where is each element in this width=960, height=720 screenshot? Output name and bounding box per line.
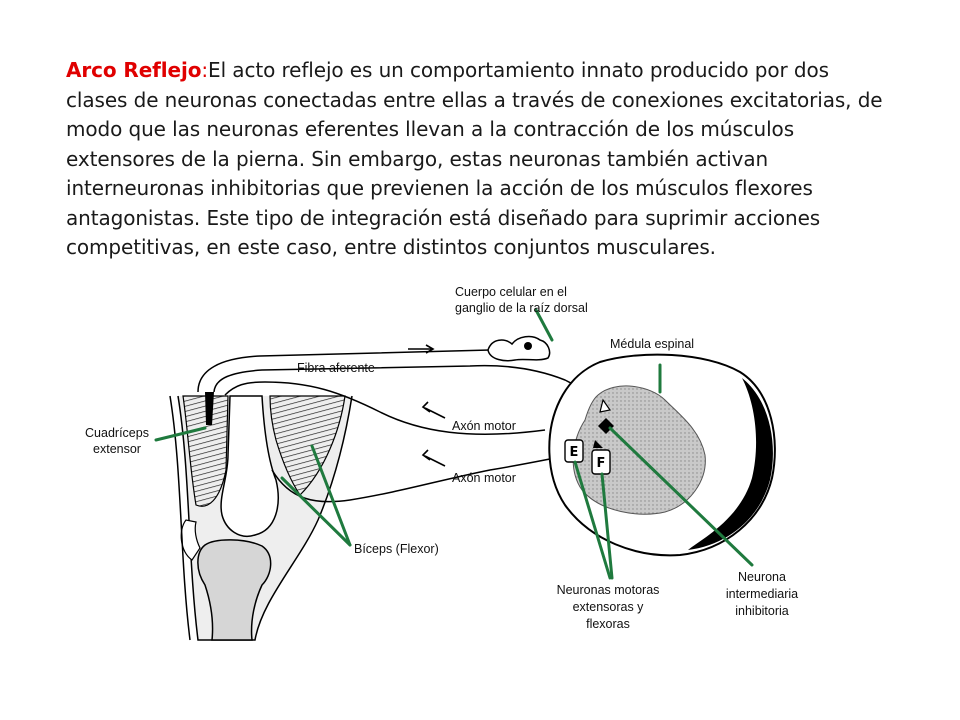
intro-body: El acto reflejo es un comportamiento inn… xyxy=(66,58,883,259)
leg-illustration xyxy=(169,392,353,641)
intro-title: Arco Reflejo xyxy=(66,58,202,82)
dorsal-root-ganglion xyxy=(487,335,551,362)
label-motoras-3: flexoras xyxy=(586,617,630,631)
label-fibra: Fibra aferente xyxy=(297,361,375,375)
afferent-arrow xyxy=(408,344,435,354)
label-axon-2: Axón motor xyxy=(452,471,516,485)
label-biceps: Bíceps (Flexor) xyxy=(354,542,439,556)
pointer-biceps-b xyxy=(310,444,352,547)
afferent-terminal xyxy=(599,398,612,413)
quadriceps-muscle xyxy=(182,395,229,507)
marker-e: E xyxy=(570,445,579,460)
label-inter-1: Neurona xyxy=(738,570,786,584)
pointer-cuerpo xyxy=(534,308,554,342)
pointer-cuadriceps xyxy=(154,426,207,442)
spinal-cord: E F xyxy=(548,353,776,557)
pointer-inter xyxy=(608,426,754,567)
intro-colon: : xyxy=(201,58,209,82)
ganglion-cell-body xyxy=(524,342,532,350)
label-inter-3: inhibitoria xyxy=(735,604,789,618)
label-cuerpo-1: Cuerpo celular en el xyxy=(455,285,567,299)
label-cuadriceps-2: extensor xyxy=(93,442,141,456)
motor-axon-upper xyxy=(224,381,546,436)
direction-arrows xyxy=(408,344,446,467)
label-axon-1: Axón motor xyxy=(452,419,516,433)
pointer-motoras-a xyxy=(573,460,612,580)
muscle-spindle xyxy=(205,392,214,425)
motor-axon-lower xyxy=(271,455,566,503)
marker-f: F xyxy=(597,456,606,471)
pointer-lines xyxy=(154,308,754,580)
tibia-bone xyxy=(197,539,272,641)
label-medula: Médula espinal xyxy=(610,337,694,351)
label-inter-2: intermediaria xyxy=(726,587,798,601)
motor-arrow-lower xyxy=(421,449,446,467)
motor-arrow-upper xyxy=(421,401,446,419)
grey-matter xyxy=(572,385,706,515)
femur-bone xyxy=(220,395,279,537)
label-cuerpo-2: ganglio de la raíz dorsal xyxy=(455,301,588,315)
pointer-biceps-a xyxy=(280,476,352,547)
intro-paragraph: Arco Reflejo:El acto reflejo es un compo… xyxy=(66,56,886,263)
inhibitory-synapse xyxy=(593,440,603,448)
label-motoras-1: Neuronas motoras xyxy=(557,583,660,597)
biceps-muscle xyxy=(269,395,346,496)
pointer-motoras-b xyxy=(600,472,614,580)
label-cuadriceps-1: Cuadríceps xyxy=(85,426,149,440)
skin-line xyxy=(169,395,191,641)
label-motoras-2: extensoras y xyxy=(573,600,645,614)
white-matter-ring xyxy=(688,378,773,550)
